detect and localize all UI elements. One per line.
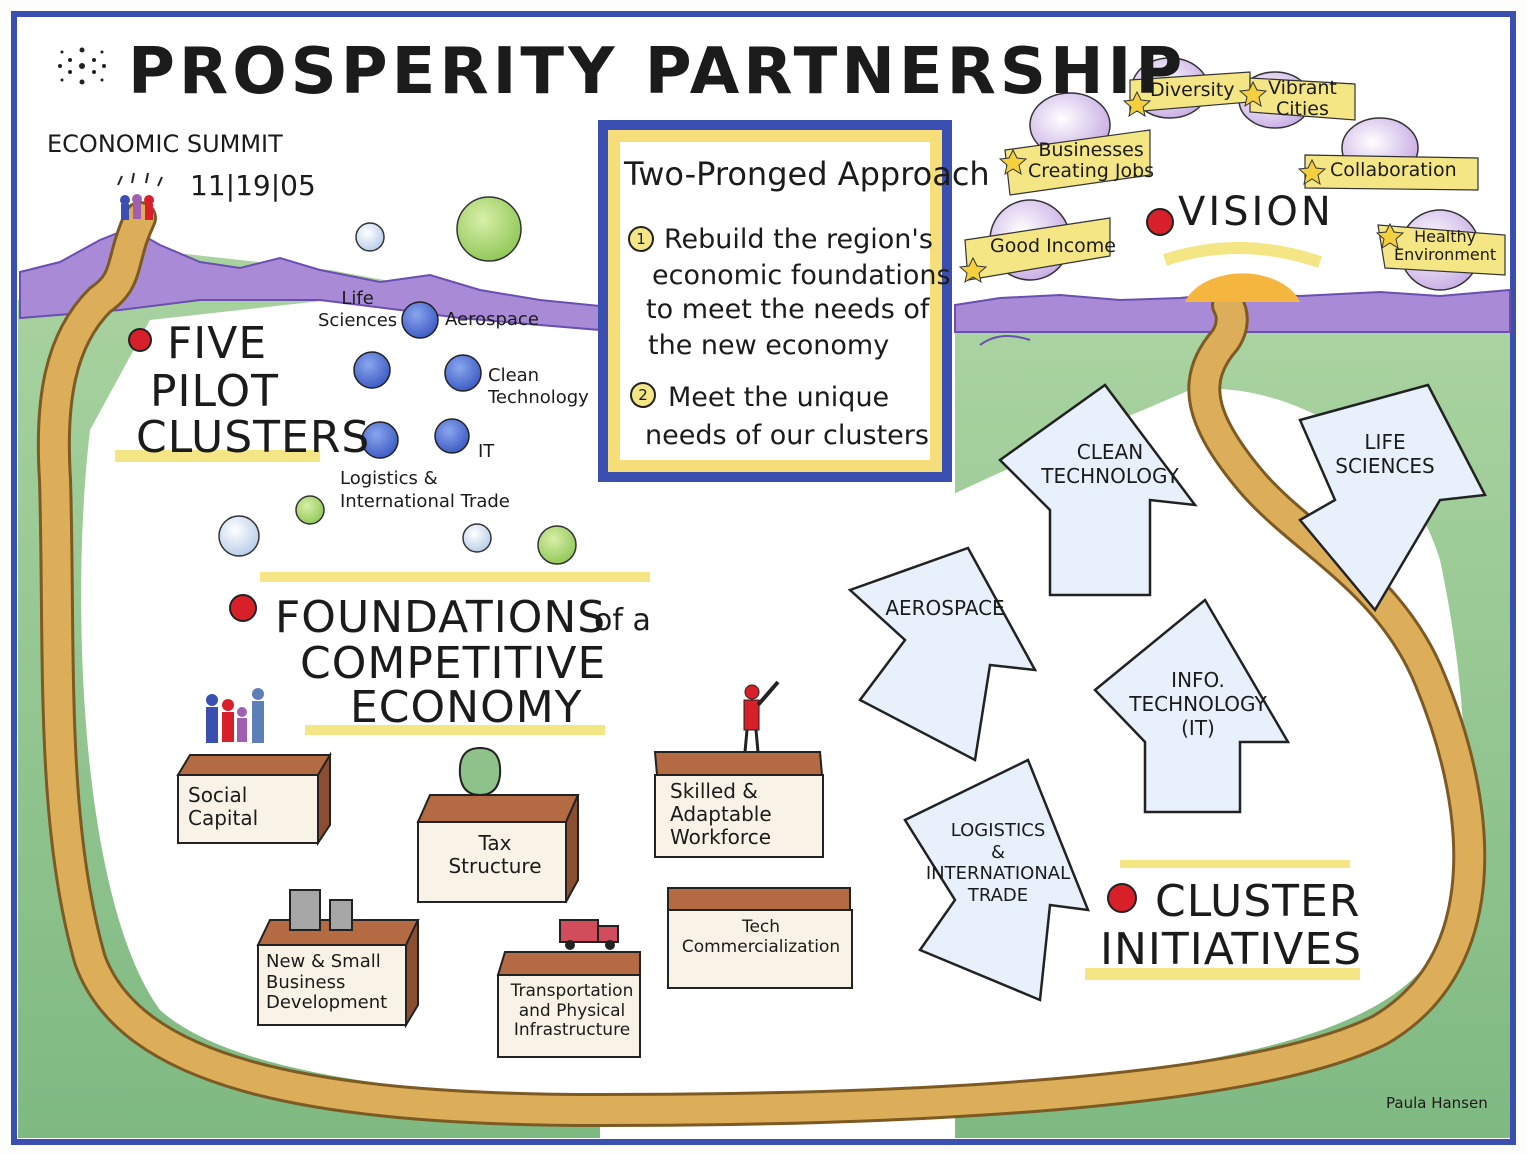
vision-tag-vibrant-cities: Vibrant Cities (1268, 77, 1337, 120)
box-label-tech-commercialization: Tech Commercialization (681, 917, 841, 957)
initiatives-heading-1: CLUSTER (1155, 876, 1361, 927)
red-dot-icon (229, 594, 257, 622)
arrow-logistics (903, 758, 1090, 1002)
arrow-aerospace (847, 546, 1038, 762)
vision-heading: VISION (1178, 189, 1334, 235)
vision-tag-good-income: Good Income (990, 235, 1116, 257)
arrow-life-sciences (1298, 383, 1487, 613)
cluster-label-aerospace: Aerospace (445, 309, 539, 330)
box-label-tax-structure: Tax Structure (448, 831, 542, 878)
money-bag-icon (458, 746, 502, 797)
vision-banners (964, 71, 1506, 281)
approach-title: Two-Pronged Approach (624, 155, 990, 193)
arrow-label-life-sciences: LIFE SCIENCES (1335, 430, 1435, 478)
event-name: ECONOMIC SUMMIT (47, 130, 283, 158)
people-group-icon (206, 688, 264, 743)
approach-point1-line2: economic foundations (652, 260, 951, 291)
foundation-boxes (176, 751, 853, 1058)
cluster-label-it: IT (478, 441, 495, 462)
cluster-label-logistics: Logistics & International Trade (340, 468, 510, 512)
red-dot-icon (128, 328, 152, 352)
box-label-social-capital: Social Capital (188, 783, 259, 830)
artist-signature: Paula Hansen (1386, 1094, 1488, 1112)
arrow-label-logistics: LOGISTICS & INTERNATIONAL TRADE (925, 820, 1071, 906)
box-label-small-business: New & Small Business Development (266, 951, 388, 1014)
approach-point2-line1: Meet the unique (668, 382, 890, 413)
vision-tag-collaboration: Collaboration (1330, 159, 1457, 181)
red-dot-icon (1107, 883, 1137, 913)
highlight-initiatives-top (1120, 860, 1350, 868)
highlight-pilot (115, 450, 320, 462)
arrow-label-info-tech: INFO. TECHNOLOGY (IT) (1129, 668, 1267, 740)
star-icon (958, 80, 1405, 284)
arrow-info-tech (1093, 598, 1291, 814)
approach-point1-line3: to meet the needs of (646, 294, 930, 325)
person-reaching-icon (743, 680, 780, 753)
foundations-heading-1: FOUNDATIONS (275, 592, 607, 643)
cluster-arrows (847, 383, 1487, 1002)
vision-tag-businesses: Businesses Creating Jobs (1028, 139, 1155, 182)
vision-tag-diversity: Diversity (1150, 79, 1235, 101)
approach-point1-line1: Rebuild the region's (664, 224, 933, 255)
approach-point2-line2: needs of our clusters (645, 420, 929, 451)
initiatives-heading-2: INITIATIVES (1100, 924, 1363, 975)
cluster-label-clean-tech: Clean Technology (488, 365, 589, 408)
box-label-transportation: Transportation and Physical Infrastructu… (510, 981, 634, 1041)
red-dot-icon (1146, 208, 1174, 236)
arrow-label-clean-tech: CLEAN TECHNOLOGY (1041, 440, 1179, 488)
summit-people-icon (117, 172, 163, 220)
approach-number-2: 2 (630, 382, 656, 408)
mountain-left (19, 226, 601, 332)
highlight-initiatives (1085, 968, 1360, 980)
pilot-heading-3: CLUSTERS (136, 412, 371, 463)
approach-point1-line4: the new economy (648, 330, 890, 361)
foundations-heading-of: of a (594, 603, 651, 638)
box-label-workforce: Skilled & Adaptable Workforce (670, 779, 772, 849)
approach-number-1: 1 (628, 226, 654, 252)
arrow-label-aerospace: AEROSPACE (885, 596, 1005, 620)
event-date: 11|19|05 (190, 169, 316, 202)
arrow-clean-tech (998, 383, 1198, 597)
foundations-heading-3: ECONOMY (350, 682, 583, 733)
buildings-icon (289, 889, 353, 931)
poster-title: PROSPERITY PARTNERSHIP (128, 35, 1187, 109)
pilot-heading-2: PILOT (150, 366, 279, 417)
truck-icon (559, 919, 619, 950)
foundations-heading-2: COMPETITIVE (300, 638, 607, 689)
highlight-foundations-bottom (305, 725, 605, 735)
sunrise (1185, 273, 1300, 302)
sparkle-logo-icon (58, 47, 106, 85)
pilot-heading-1: FIVE (167, 318, 268, 369)
cluster-label-life-sciences: Life Sciences (318, 288, 398, 331)
vision-tag-healthy-environment: Healthy Environment (1394, 227, 1497, 264)
highlight-foundations-top (260, 572, 650, 582)
